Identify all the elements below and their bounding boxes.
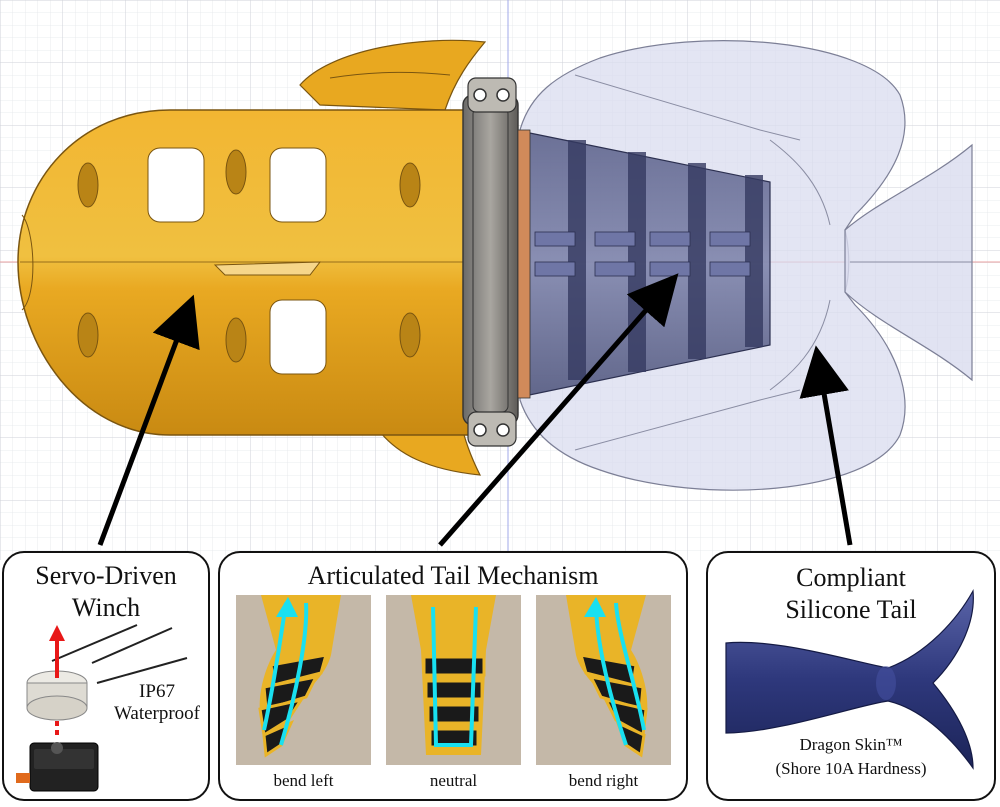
dorsal-fin xyxy=(299,39,487,111)
bend-right-photo xyxy=(536,595,671,765)
silicone-hardness: (Shore 10A Hardness) xyxy=(775,759,927,778)
winch-panel: Servo-Driven Winch IP67 Waterproof xyxy=(2,551,210,801)
tail-mechanism-title: Articulated Tail Mechanism xyxy=(307,561,599,590)
articulated-spine xyxy=(514,129,771,399)
tail-mechanism-callout-arrow xyxy=(438,273,679,547)
winch-rating-line1: IP67 xyxy=(139,681,175,702)
winch-title-line1: Servo-Driven xyxy=(35,561,177,590)
body-window xyxy=(147,147,205,223)
tail-mechanism-panel: Articulated Tail Mechanism bend left neu… xyxy=(218,551,688,801)
winch-callout-arrow xyxy=(97,294,200,546)
body-window xyxy=(269,147,327,223)
silicone-tail-render xyxy=(725,589,974,770)
body-window xyxy=(269,299,327,375)
silicone-tail-panel: Compliant Silicone Tail Dragon Skin™ (Sh… xyxy=(706,551,996,801)
silicone-tail-callout-arrow xyxy=(799,345,853,546)
winch-rating-line2: Waterproof xyxy=(113,703,201,724)
silicone-tail-title-line2: Silicone Tail xyxy=(785,595,917,624)
neutral-photo xyxy=(386,595,521,765)
winch-illustration xyxy=(16,624,188,792)
winch-title-line2: Winch xyxy=(71,593,141,622)
silicone-tail-title-line1: Compliant xyxy=(796,563,906,592)
fish-body xyxy=(17,109,471,436)
bend-left-photo xyxy=(236,595,371,765)
caption-bend-left: bend left xyxy=(273,771,334,790)
caption-bend-right: bend right xyxy=(568,771,639,790)
silicone-material: Dragon Skin™ xyxy=(799,735,903,754)
caption-neutral: neutral xyxy=(429,771,478,790)
coupling-ring xyxy=(462,77,531,447)
